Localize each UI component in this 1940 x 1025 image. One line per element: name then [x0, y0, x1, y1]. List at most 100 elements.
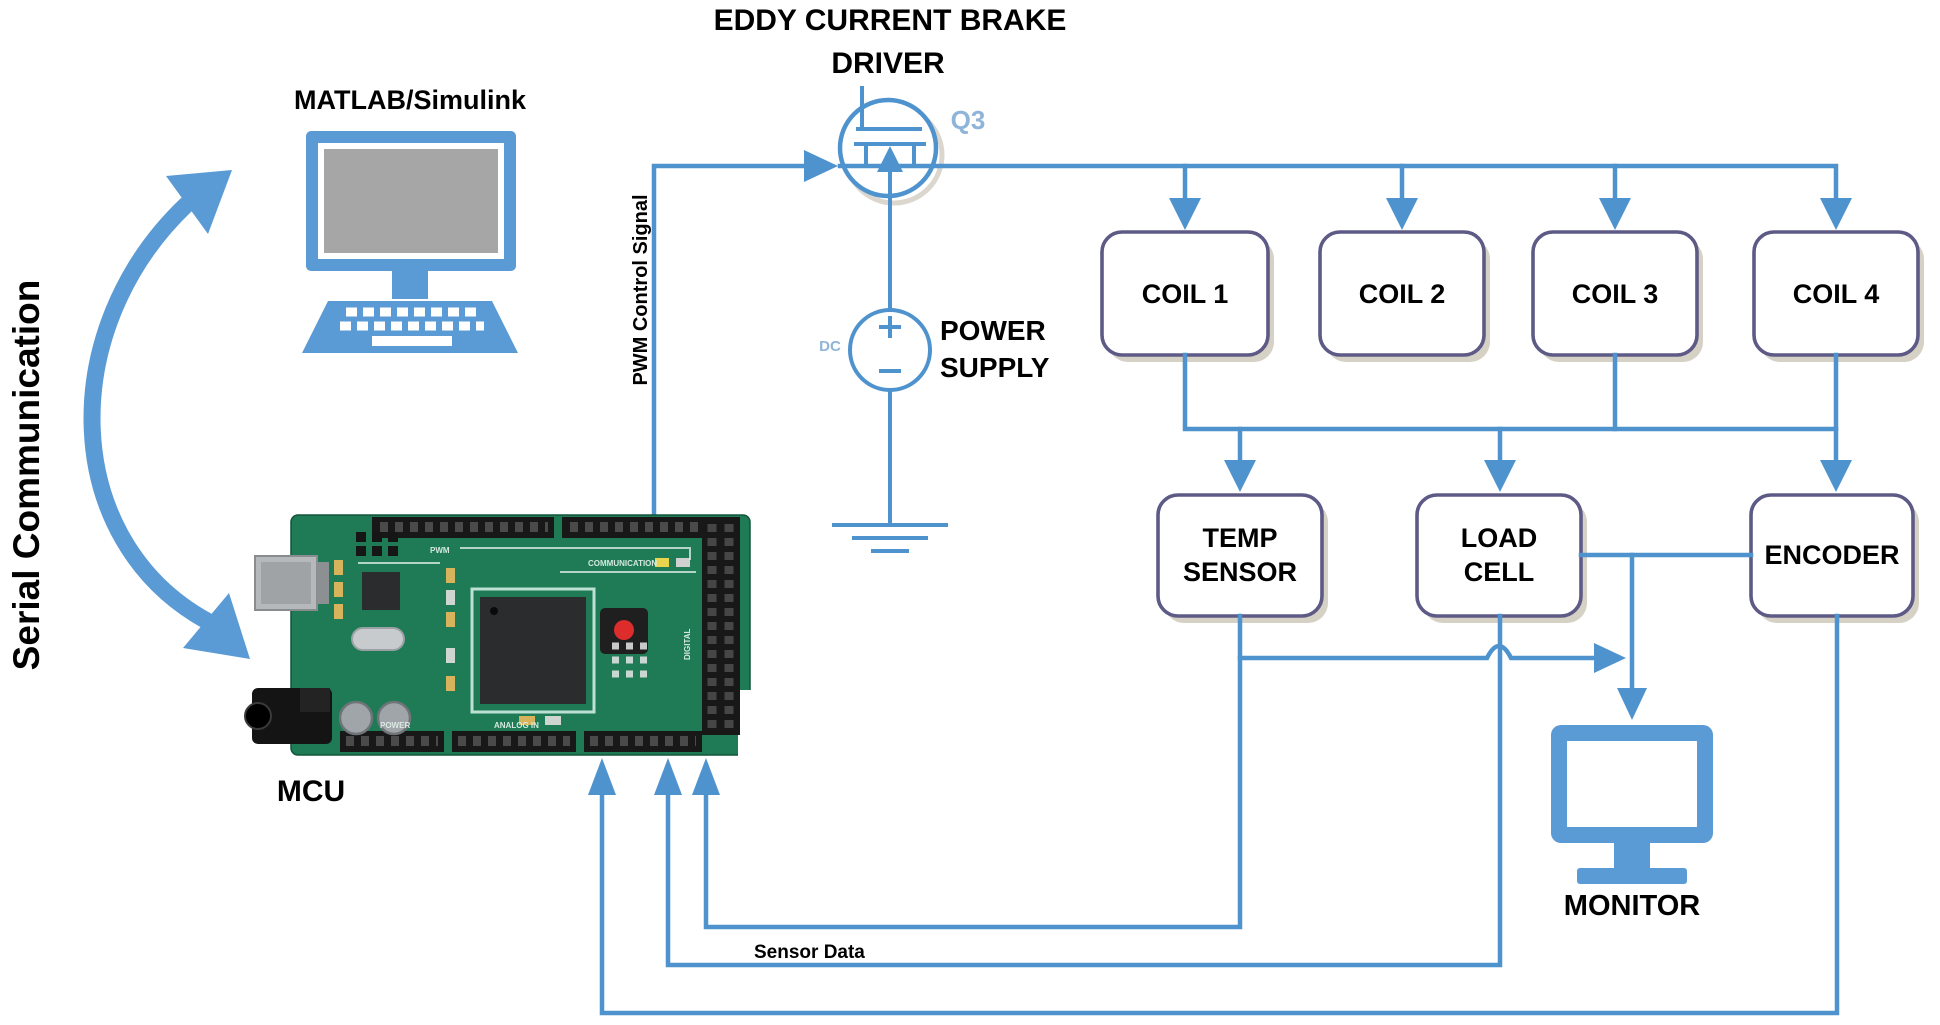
- mcu-header-top-right: [562, 517, 704, 538]
- temp-label-line1: TEMP: [1202, 523, 1277, 553]
- reset-button-icon: [614, 620, 634, 640]
- load-cell-box: LOAD CELL: [1415, 493, 1587, 623]
- coil-4-box: COIL 4: [1752, 230, 1924, 362]
- serial-arrowhead-down-icon: [183, 593, 250, 659]
- pc-monitor-stand: [392, 271, 428, 299]
- connector-loadcell-to-mcu: [654, 613, 1503, 968]
- smd-components: [334, 558, 690, 725]
- mcu-chip-frame: [470, 587, 596, 714]
- sensor-data-label: Sensor Data: [754, 942, 865, 963]
- mcu-chip-dot: [490, 607, 498, 615]
- mcu-header-bottom-1: [340, 731, 444, 752]
- connector-encoder-to-mcu: [588, 613, 1840, 1016]
- monitor-icon: [1551, 725, 1713, 884]
- page-title-line2: DRIVER: [831, 47, 945, 80]
- ground-icon: [832, 523, 948, 553]
- monitor-label: MONITOR: [1564, 890, 1700, 922]
- load-mcu-wire: [665, 613, 1503, 968]
- silk-line-2: [460, 547, 691, 560]
- mosfet-ref-label: Q3: [951, 105, 986, 135]
- encoder-box: ENCODER: [1749, 493, 1919, 623]
- connector-temp-to-mcu: [692, 613, 1243, 930]
- pwm-wire: [651, 163, 807, 520]
- temp-arrowhead-icon: [1224, 460, 1256, 492]
- monitor-screen: [1567, 741, 1697, 827]
- power-supply-label-line1: POWER: [940, 315, 1046, 346]
- power-supply-label-line2: SUPPLY: [940, 352, 1050, 383]
- serial-communication-arrow: [83, 170, 250, 659]
- mosfet-q3-symbol: [837, 86, 945, 206]
- connector-coil-rail: [837, 163, 1852, 230]
- coil2-rect: [1318, 230, 1486, 357]
- serial-arc: [83, 196, 216, 630]
- monitor-stand: [1614, 843, 1650, 868]
- usb-connector-inner: [261, 562, 311, 604]
- mcu-board-graphic: PWM COMMUNICATION POWER ANALOG IN DIGITA…: [244, 514, 752, 757]
- coil3-arrowhead-icon: [1599, 198, 1631, 230]
- temp-monitor-arrowhead-icon: [1594, 643, 1626, 673]
- mcu-header-right: [702, 517, 740, 735]
- encoder-label: ENCODER: [1764, 540, 1899, 570]
- coil-3-box: COIL 3: [1531, 230, 1703, 362]
- mcu-label: MCU: [277, 775, 345, 808]
- temp-mcu-wire: [703, 613, 1243, 930]
- coil2-arrowhead-icon: [1386, 198, 1418, 230]
- voltage-regulator: [300, 688, 330, 712]
- coil1-arrowhead-icon: [1169, 198, 1201, 230]
- icsp-pins: [356, 532, 398, 556]
- solder-grid: [612, 642, 648, 678]
- temp-mcu-arrowhead-icon: [692, 758, 720, 795]
- temp-sensor-box: TEMP SENSOR: [1156, 493, 1328, 623]
- mcu-header-top-left: [372, 517, 554, 538]
- power-supply-symbol: [832, 308, 948, 553]
- encoder-mcu-wire: [599, 613, 1840, 1016]
- load-label-line2: CELL: [1464, 557, 1535, 587]
- mcu-pcb-notch: [738, 690, 752, 757]
- load-arrowhead-icon: [1484, 460, 1516, 492]
- load-mcu-arrowhead-icon: [654, 758, 682, 795]
- capacitor-2: [376, 700, 412, 736]
- silk-pwm-label: PWM: [430, 546, 450, 555]
- mcu-header-bottom-3: [584, 731, 702, 752]
- power-jack-barrel: [244, 702, 272, 730]
- computer-icon: [302, 131, 518, 353]
- pc-monitor-screen: [324, 149, 498, 253]
- coil3-label: COIL 3: [1572, 279, 1659, 309]
- matlab-simulink-label: MATLAB/Simulink: [294, 85, 527, 115]
- load-label-line1: LOAD: [1461, 523, 1538, 553]
- coil1-label: COIL 1: [1142, 279, 1229, 309]
- coil-bus-wire: [1182, 352, 1839, 432]
- connector-pwm: [651, 150, 838, 520]
- crystal-oscillator: [351, 627, 405, 651]
- coil-rail-wire: [837, 163, 1839, 201]
- page-title-line1: EDDY CURRENT BRAKE: [714, 4, 1067, 37]
- connector-loadcell-encoder: [1578, 552, 1754, 720]
- mosfet-segment-3: [902, 142, 926, 168]
- temp-monitor-wire: [1237, 643, 1597, 661]
- monitor-base: [1577, 868, 1687, 884]
- mosfet-segment-1: [854, 142, 878, 168]
- pwm-control-signal-label: PWM Control Signal: [630, 194, 652, 385]
- encoder-arrowhead-icon: [1820, 460, 1852, 492]
- monitor-arrowhead-icon: [1617, 688, 1647, 720]
- silk-analog-label: ANALOG IN: [494, 721, 539, 730]
- capacitor-1: [338, 700, 374, 736]
- silk-communication-label: COMMUNICATION: [588, 559, 657, 568]
- coil4-arrowhead-icon: [1820, 198, 1852, 230]
- temp-rect: [1156, 493, 1324, 618]
- connector-temp-to-monitor: [1237, 643, 1626, 673]
- silk-digital-label: DIGITAL: [683, 628, 692, 660]
- mcu-header-bottom-2: [452, 731, 576, 752]
- connector-supply-to-mosfet: [877, 146, 903, 312]
- pc-keyboard-spacebar: [372, 336, 452, 346]
- silk-power-label: POWER: [380, 721, 410, 730]
- mcu-chip: [480, 597, 586, 704]
- load-rect: [1415, 493, 1583, 618]
- coil4-label: COIL 4: [1793, 279, 1880, 309]
- usb-connector-tab: [317, 562, 329, 604]
- coil2-label: COIL 2: [1359, 279, 1446, 309]
- serial-arrowhead-up-icon: [166, 170, 232, 234]
- connector-coil-bus: [1182, 352, 1852, 492]
